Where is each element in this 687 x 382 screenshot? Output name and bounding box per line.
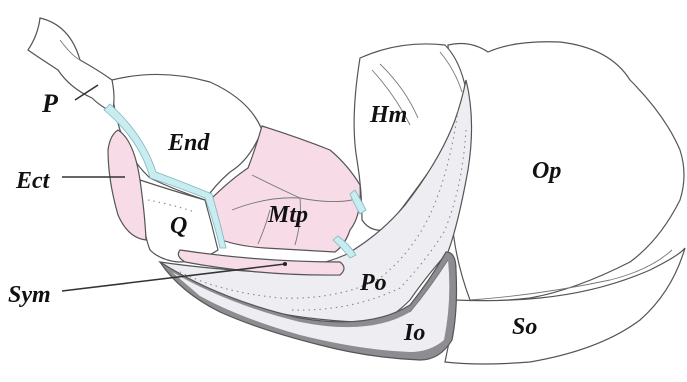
label-q: Q [170, 213, 187, 239]
label-mtp: Mtp [267, 202, 308, 228]
opercle-bone [448, 42, 684, 301]
label-end: End [167, 130, 210, 156]
label-hm: Hm [369, 102, 407, 128]
label-op: Op [532, 158, 561, 184]
palatine-bone [28, 18, 114, 112]
label-sym: Sym [8, 282, 51, 308]
label-po: Po [359, 270, 387, 296]
label-io: Io [403, 320, 425, 346]
label-p: P [41, 89, 59, 118]
label-so: So [512, 314, 537, 340]
label-ect: Ect [15, 168, 51, 194]
